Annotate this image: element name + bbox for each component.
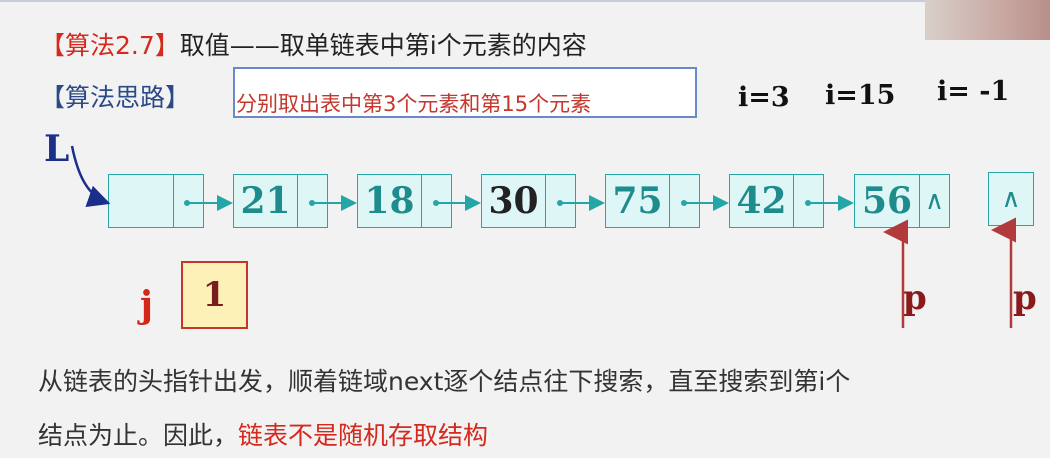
head-arrow bbox=[70, 145, 111, 207]
node-value: 30 bbox=[482, 175, 546, 227]
link-arrows bbox=[184, 195, 854, 211]
null-node: ∧ bbox=[988, 172, 1034, 226]
top-divider bbox=[0, 0, 925, 2]
node-value: 18 bbox=[358, 175, 422, 227]
node-value: 75 bbox=[606, 175, 670, 227]
explanation-line-2: 结点为止。因此，链表不是随机存取结构 bbox=[38, 416, 488, 452]
head-node-data bbox=[109, 175, 174, 227]
idea-label: 【算法思路】 bbox=[40, 83, 191, 112]
i-value-15: i=15 bbox=[825, 80, 896, 111]
idea-text: 分别取出表中第3个元素和第15个元素 bbox=[236, 92, 592, 116]
counter-label: j bbox=[140, 284, 154, 326]
pointer-p-label-null: p bbox=[1013, 278, 1037, 318]
counter-box: 1 bbox=[181, 261, 248, 329]
explanation-line-1: 从链表的头指针出发，顺着链域next逐个结点往下搜索，直至搜索到第i个 bbox=[38, 367, 851, 396]
explanation-line-2-prefix: 结点为止。因此， bbox=[38, 421, 239, 450]
list-node-last: 56 ∧ bbox=[854, 174, 950, 228]
pointer-p-label: p bbox=[903, 278, 927, 318]
head-pointer-label: L bbox=[44, 128, 70, 170]
presenter-webcam-thumbnail bbox=[925, 0, 1050, 40]
node-value: 56 bbox=[855, 175, 920, 227]
algorithm-tag: 【算法2.7】 bbox=[40, 31, 180, 60]
node-value: 21 bbox=[234, 175, 298, 227]
list-node: 42 bbox=[729, 174, 824, 228]
algorithm-title: 【算法2.7】取值——取单链表中第i个元素的内容 bbox=[40, 26, 587, 62]
idea-textbox bbox=[233, 67, 697, 118]
node-value: 42 bbox=[730, 175, 794, 227]
explanation-highlight: 链表不是随机存取结构 bbox=[238, 421, 489, 450]
null-pointer-symbol: ∧ bbox=[924, 186, 945, 216]
head-node bbox=[108, 174, 204, 228]
algorithm-title-text: 取值——取单链表中第i个元素的内容 bbox=[179, 31, 587, 60]
i-value-neg1: i= -1 bbox=[937, 76, 1010, 107]
i-value-3: i=3 bbox=[738, 82, 790, 113]
